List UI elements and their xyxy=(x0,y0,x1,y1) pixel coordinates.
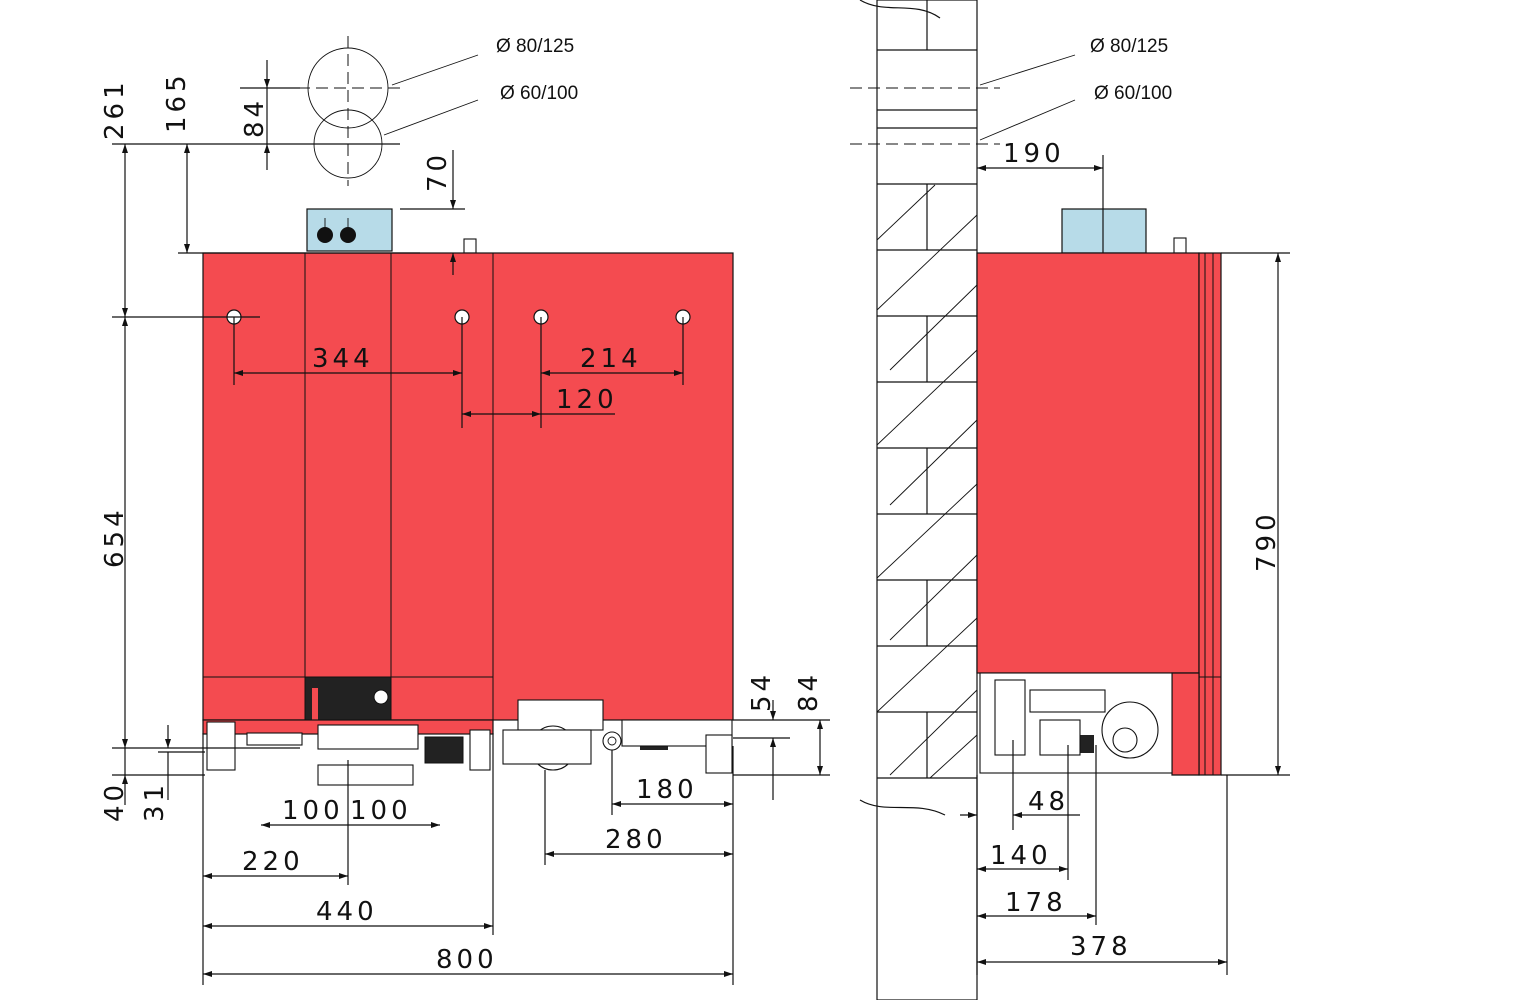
dim-440: 440 xyxy=(316,897,378,927)
side-flue-label-80-125: Ø 80/125 xyxy=(1090,36,1168,57)
dim-100-left: 100 xyxy=(282,796,344,826)
dim-70: 70 xyxy=(423,151,453,192)
flue-label-60-100: Ø 60/100 xyxy=(500,83,578,104)
side-bottom-connections xyxy=(979,672,1173,774)
dim-40: 40 xyxy=(100,781,130,822)
test-port-right xyxy=(340,227,356,243)
dim-178: 178 xyxy=(1005,888,1067,918)
dim-220: 220 xyxy=(242,847,304,877)
dim-280: 280 xyxy=(605,825,667,855)
dim-54: 54 xyxy=(747,671,777,712)
dim-800: 800 xyxy=(436,945,498,975)
wall-section xyxy=(859,0,978,1000)
air-vent xyxy=(463,238,477,254)
dim-790: 790 xyxy=(1252,510,1282,572)
boiler-casing-front xyxy=(202,252,734,721)
dim-48: 48 xyxy=(1028,787,1069,817)
control-knob xyxy=(373,689,389,705)
dim-344: 344 xyxy=(312,344,374,374)
bottom-connections xyxy=(206,699,733,786)
dim-120: 120 xyxy=(556,385,618,415)
left-dimensions xyxy=(112,60,420,805)
dim-100-right: 100 xyxy=(350,796,412,826)
boiler-casing-side xyxy=(976,252,1200,674)
front-view: Ø 80/125 Ø 60/100 xyxy=(100,36,830,985)
dim-190: 190 xyxy=(1003,139,1065,169)
dim-31: 31 xyxy=(140,781,170,822)
dim-165: 165 xyxy=(162,71,192,133)
flue-circles xyxy=(298,36,479,186)
side-flue-collar xyxy=(1061,208,1147,254)
dim-261: 261 xyxy=(100,78,130,140)
dim-84-bottom: 84 xyxy=(794,671,824,712)
test-port-left xyxy=(317,227,333,243)
dim-214: 214 xyxy=(580,344,642,374)
dim-84-flue: 84 xyxy=(240,97,270,138)
dim-654: 654 xyxy=(100,506,130,568)
side-view: Ø 80/125 Ø 60/100 190 790 xyxy=(850,0,1290,1000)
dim-378: 378 xyxy=(1070,932,1132,962)
dim-180: 180 xyxy=(636,775,698,805)
flue-label-80-125: Ø 80/125 xyxy=(496,36,574,57)
dim-140: 140 xyxy=(990,841,1052,871)
side-flue-label-60-100: Ø 60/100 xyxy=(1094,83,1172,104)
